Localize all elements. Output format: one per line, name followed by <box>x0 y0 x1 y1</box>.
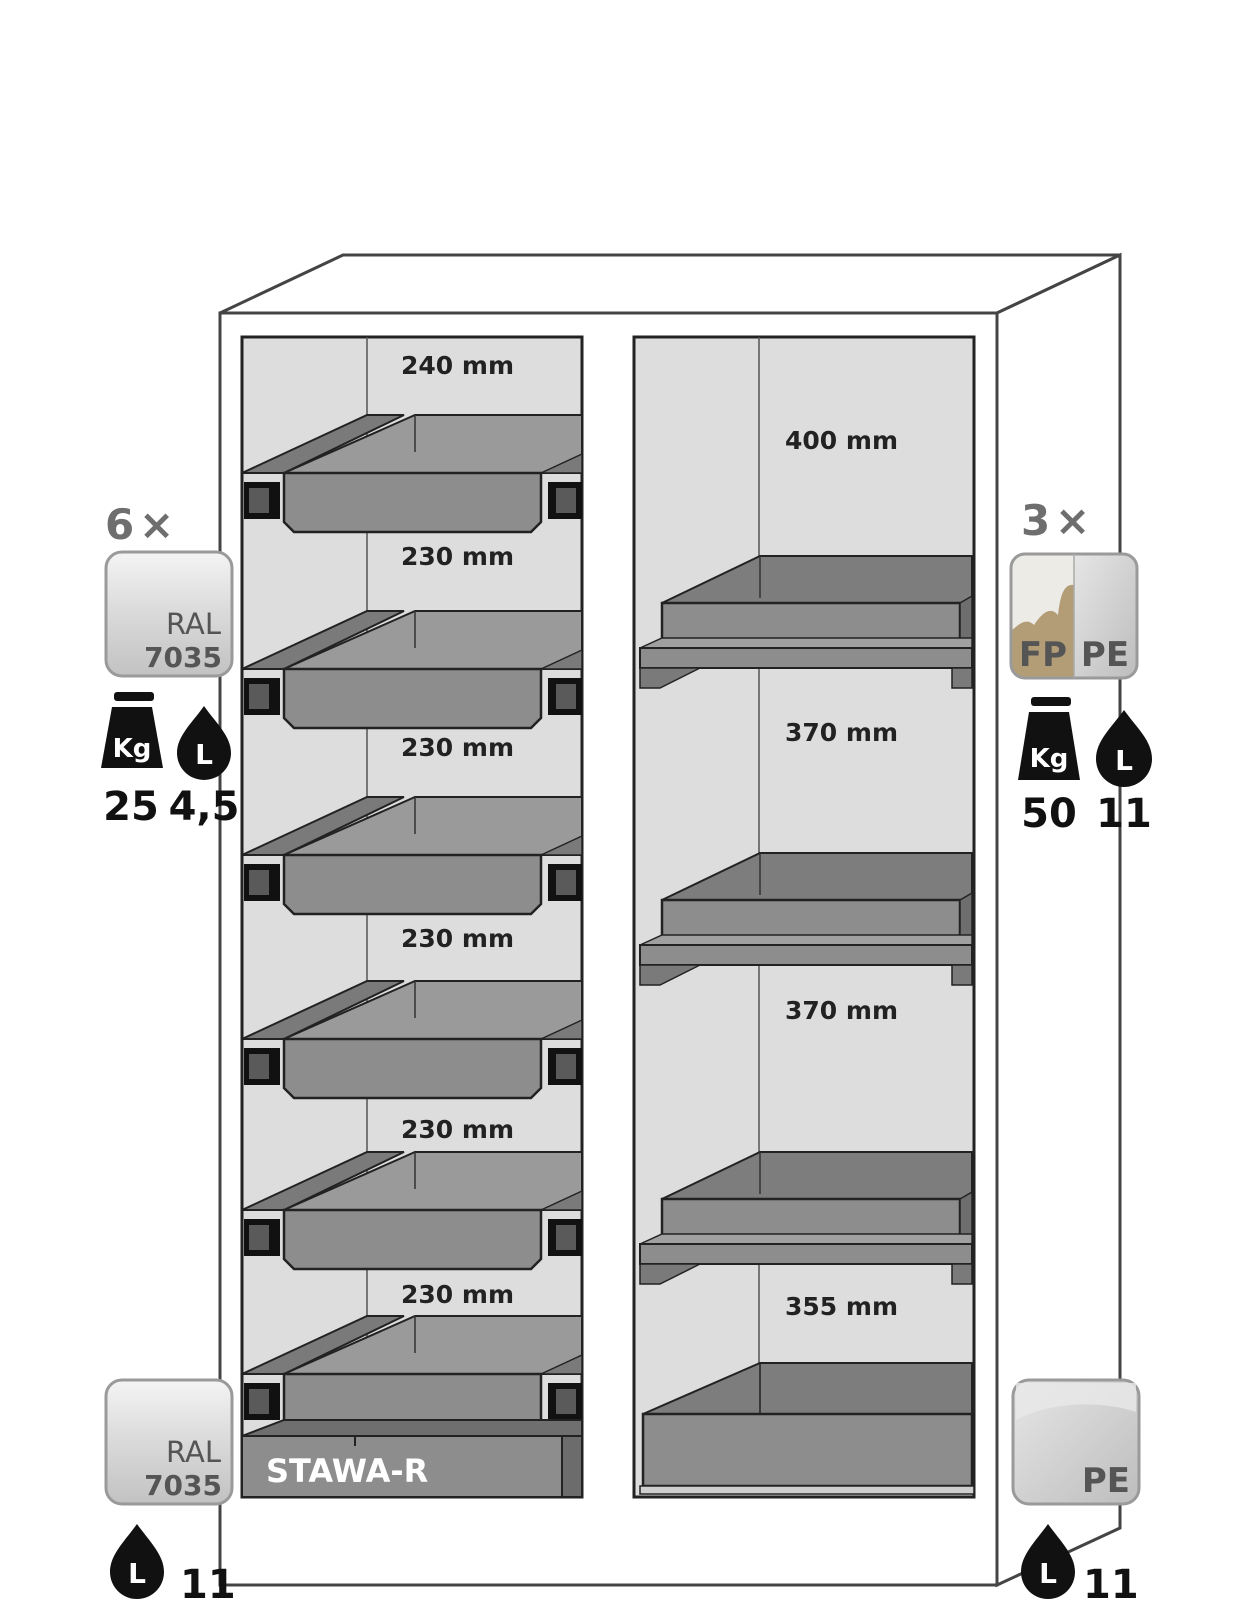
right-dimensions: 400 mm 370 mm 370 mm 355 mm <box>785 426 898 1321</box>
svg-text:L: L <box>128 1557 146 1590</box>
right-shelf-spec: 3 × FP PE Kg L 50 11 <box>1009 496 1152 837</box>
material-swatch: FP PE <box>1009 552 1139 680</box>
left-tray-3 <box>241 796 583 916</box>
right-height-1: 400 mm <box>785 426 898 455</box>
cabinet-top <box>219 253 1121 315</box>
svg-text:Kg: Kg <box>113 734 152 764</box>
left-tray-2 <box>241 610 583 730</box>
ral-label: RAL <box>166 607 221 641</box>
svg-text:L: L <box>1039 1557 1057 1590</box>
left-tray-5 <box>241 1151 583 1271</box>
volume-icon: L <box>110 1524 164 1599</box>
left-dimensions: 240 mm 230 mm 230 mm 230 mm 230 mm 230 m… <box>401 351 514 1309</box>
right-multiplier: × <box>1055 496 1090 545</box>
pe-swatch: PE <box>1011 1378 1141 1506</box>
weight-icon: Kg <box>1018 697 1080 780</box>
left-bottom-sump: STAWA-R <box>241 1419 583 1498</box>
right-compartment <box>632 335 976 1499</box>
left-shelf-spec: 6 × RAL 7035 Kg L 25 4,5 <box>101 500 239 830</box>
ral-code: 7035 <box>144 1469 222 1502</box>
svg-text:Kg: Kg <box>1030 744 1069 774</box>
right-bottom-sump <box>639 1362 975 1495</box>
right-height-3: 370 mm <box>785 996 898 1025</box>
product-label: STAWA-R <box>266 1452 428 1490</box>
ral-code: 7035 <box>144 641 222 674</box>
svg-text:L: L <box>1115 744 1133 777</box>
left-multiplier: × <box>139 500 174 549</box>
left-tray-1 <box>241 414 583 534</box>
left-height-1: 240 mm <box>401 351 514 380</box>
left-height-4: 230 mm <box>401 924 514 953</box>
ral-swatch: RAL 7035 <box>104 550 234 678</box>
material-pe: PE <box>1081 635 1129 675</box>
material-fp: FP <box>1019 635 1067 675</box>
left-volume-value: 4,5 <box>169 784 240 830</box>
right-bottom-volume-value: 11 <box>1083 1562 1139 1608</box>
left-height-2: 230 mm <box>401 542 514 571</box>
right-height-4: 355 mm <box>785 1292 898 1321</box>
left-bottom-spec: RAL 7035 L 11 <box>104 1378 236 1608</box>
material-pe: PE <box>1082 1461 1130 1501</box>
left-compartment: STAWA-R <box>240 335 584 1499</box>
ral-label: RAL <box>166 1435 221 1469</box>
left-quantity: 6 <box>105 500 134 549</box>
right-bottom-spec: PE L 11 <box>1011 1378 1141 1608</box>
right-tray-2 <box>639 852 973 986</box>
svg-text:L: L <box>195 738 213 771</box>
left-height-6: 230 mm <box>401 1280 514 1309</box>
right-weight-value: 50 <box>1021 791 1077 837</box>
left-height-5: 230 mm <box>401 1115 514 1144</box>
ral-swatch: RAL 7035 <box>104 1378 234 1506</box>
right-volume-value: 11 <box>1096 791 1152 837</box>
volume-icon: L <box>1021 1524 1075 1599</box>
volume-icon: L <box>1096 710 1152 787</box>
right-height-2: 370 mm <box>785 718 898 747</box>
right-tray-3 <box>639 1151 973 1285</box>
right-tray-1 <box>639 555 973 689</box>
left-height-3: 230 mm <box>401 733 514 762</box>
volume-icon: L <box>177 706 231 780</box>
left-weight-value: 25 <box>103 784 159 830</box>
left-bottom-volume-value: 11 <box>180 1562 236 1608</box>
weight-icon: Kg <box>101 692 163 768</box>
right-quantity: 3 <box>1021 496 1050 545</box>
left-tray-4 <box>241 980 583 1100</box>
